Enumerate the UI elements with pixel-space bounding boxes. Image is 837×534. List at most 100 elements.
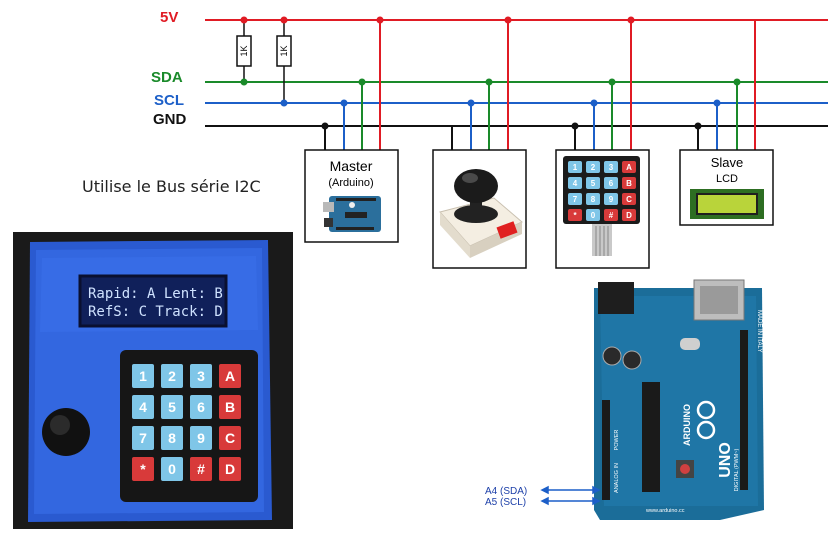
- keypad-key: [568, 177, 582, 189]
- keypad-key: [604, 177, 618, 189]
- keypad-key-label: 1: [139, 368, 147, 384]
- keypad-key-label: 6: [197, 399, 205, 415]
- keypad-key: [161, 364, 183, 388]
- keypad-key: [586, 193, 600, 205]
- keypad-key-label: *: [140, 461, 146, 477]
- keypad-key-label: 8: [591, 195, 596, 204]
- keypad-key: [604, 209, 618, 221]
- keypad-key-label: #: [197, 461, 205, 477]
- keypad-key-label: D: [626, 211, 632, 220]
- pin-a5-label: A5 (SCL): [485, 497, 526, 508]
- arduino-power-label: POWER: [614, 430, 620, 451]
- lcd-thumbnail-icon: [690, 189, 764, 219]
- resistor-label: 1K: [279, 45, 289, 56]
- keypad-key-label: 9: [609, 195, 614, 204]
- arduino-thumbnail-icon: [323, 196, 381, 232]
- device-lcd-line2: RefS: C Track: D: [88, 304, 223, 320]
- keypad-key: [190, 457, 212, 481]
- caption-text: Utilise le Bus série I2C: [82, 177, 261, 196]
- resistor-label: 1K: [239, 45, 249, 56]
- arduino-analog-label: ANALOG IN: [614, 463, 620, 493]
- keypad-key-label: 3: [609, 163, 614, 172]
- keypad-key: [161, 426, 183, 450]
- keypad-key: [161, 457, 183, 481]
- keypad-key-label: B: [626, 179, 632, 188]
- keypad-key-label: 7: [573, 195, 578, 204]
- keypad-key: [586, 161, 600, 173]
- arduino-logo-icon: [696, 400, 716, 440]
- master-title: Master: [330, 158, 373, 174]
- keypad-key: [219, 395, 241, 419]
- keypad-key: [219, 457, 241, 481]
- power-jack-icon: [598, 282, 634, 314]
- keypad-key-label: A: [626, 163, 632, 172]
- pin-a4-label: A4 (SDA): [485, 486, 527, 497]
- arduino-website: www.arduino.cc: [645, 508, 685, 514]
- junction-dots: [240, 16, 741, 130]
- keypad-key-label: A: [225, 368, 235, 384]
- keypad-module: 1 2 3 A 4 5 6 B 7 8 9 C * 0 # D: [555, 149, 650, 269]
- keypad-key: [190, 426, 212, 450]
- keypad-key-label: 0: [168, 461, 176, 477]
- drop-wires: [324, 20, 756, 150]
- keypad-thumbnail-icon: 1 2 3 A 4 5 6 B 7 8 9 C * 0 # D: [563, 156, 640, 256]
- keypad-key-label: 3: [197, 368, 205, 384]
- keypad-key-label: 5: [168, 399, 176, 415]
- keypad-key-label: #: [609, 211, 614, 220]
- keypad-key: [219, 364, 241, 388]
- bus-scl-label: SCL: [154, 92, 184, 109]
- pin-arrows: [540, 485, 601, 506]
- bus-sda-label: SDA: [151, 69, 183, 86]
- keypad-key: [132, 364, 154, 388]
- pullup-resistor-scl: 1K: [276, 20, 292, 103]
- keypad-key-label: 8: [168, 430, 176, 446]
- keypad-key: [568, 193, 582, 205]
- keypad-key-label: 5: [591, 179, 596, 188]
- keypad-key-label: C: [626, 195, 632, 204]
- keypad-key: [622, 177, 636, 189]
- joystick-module: [432, 149, 527, 269]
- keypad-key: [604, 193, 618, 205]
- keypad-key-label: 7: [139, 430, 147, 446]
- keypad-key: [622, 193, 636, 205]
- bus-5v-label: 5V: [160, 9, 178, 26]
- keypad-key-label: C: [225, 430, 235, 446]
- keypad-key-label: 9: [197, 430, 205, 446]
- joystick-icon: [439, 169, 523, 258]
- bus-lines: [205, 19, 828, 127]
- slave-subtitle: LCD: [716, 173, 738, 185]
- keypad-key: [132, 395, 154, 419]
- device-lcd-screen: [78, 274, 228, 328]
- keypad-key: [604, 161, 618, 173]
- keypad-key-label: D: [225, 461, 235, 477]
- keypad-key: [132, 426, 154, 450]
- keypad-key-label: 2: [591, 163, 596, 172]
- pullup-resistor-sda: 1K: [236, 20, 252, 82]
- device-lcd-line1: Rapid: A Lent: B: [88, 286, 223, 302]
- keypad-key: [161, 395, 183, 419]
- master-module: Master (Arduino): [304, 149, 399, 243]
- slave-title: Slave: [711, 155, 744, 170]
- keypad-key-label: 1: [573, 163, 578, 172]
- keypad-key: [190, 364, 212, 388]
- keypad-key: [622, 161, 636, 173]
- keypad-key: [586, 209, 600, 221]
- keypad-key: [568, 161, 582, 173]
- device-photo: Rapid: A Lent: B RefS: C Track: D 1 2 3 A 4 5…: [13, 232, 293, 529]
- arduino-made-in: MADE IN ITALY: [756, 310, 762, 352]
- slave-module: Slave LCD: [679, 149, 774, 226]
- keypad-key: [190, 395, 212, 419]
- keypad-key-label: 6: [609, 179, 614, 188]
- keypad-key: [132, 457, 154, 481]
- keypad-key-label: 0: [591, 211, 596, 220]
- arduino-digital-label: DIGITAL (PWM~): [734, 449, 740, 492]
- keypad-key: [622, 209, 636, 221]
- arduino-uno-board: ARDUINO UNO MADE IN ITALY DIGITAL (PWM~)…: [594, 279, 764, 520]
- keypad-key-label: *: [573, 211, 577, 220]
- keypad-key-label: 4: [573, 179, 578, 188]
- keypad-key: [586, 177, 600, 189]
- keypad-key-label: 4: [139, 399, 147, 415]
- keypad-key-label: 2: [168, 368, 176, 384]
- bus-gnd-label: GND: [153, 111, 187, 128]
- microcontroller-chip-icon: [642, 382, 660, 492]
